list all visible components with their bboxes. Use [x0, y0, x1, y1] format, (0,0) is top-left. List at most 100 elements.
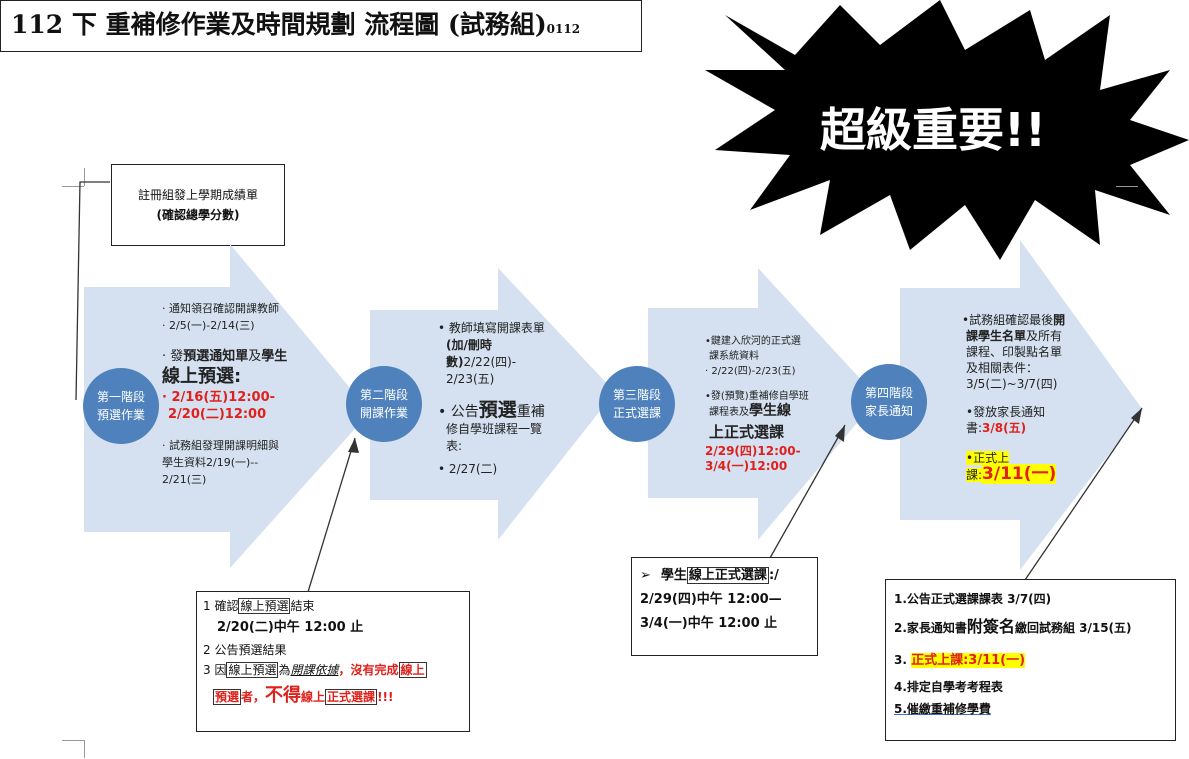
margin-mark — [84, 168, 85, 186]
stage4-arrow — [900, 240, 1143, 570]
stage1-b-bold2: 學生 — [261, 349, 288, 364]
note1-l4-it: 開課依據 — [290, 663, 339, 677]
stage2-circle-line1: 第二階段 — [359, 388, 408, 402]
note3-l4: 4.排定自學考考程表 — [894, 680, 1003, 694]
stage4-circle-line2: 家長通知 — [864, 404, 913, 418]
stage3-b-big: 上正式選課 — [709, 423, 785, 441]
note1-l5-red2: 線上 — [301, 690, 326, 704]
note2-l1-pre: 學生 — [660, 568, 687, 583]
margin-mark — [62, 186, 84, 187]
stage2-a1: • 教師填寫開課表單 — [438, 321, 545, 335]
stage3-b2-pre: 課程表及 — [709, 407, 749, 418]
note3-l5: 5.催繳重補修學費 — [894, 702, 991, 716]
note1-l1-pre: 1 確認 — [203, 599, 239, 613]
stage4-c1: •正式上 — [966, 451, 1010, 465]
stage3-circle-line1: 第三階段 — [612, 388, 661, 402]
stage2-a4: 2/23(五) — [446, 372, 495, 386]
stage2-b3: 修自學班課程一覽 — [446, 422, 543, 436]
note3-l2-pre: 2.家長通知書 — [894, 621, 967, 635]
note3-l2-post: 繳回試務組 3/15(五) — [1014, 621, 1132, 635]
stage2-c1: • 2/27(二) — [438, 462, 498, 476]
stage1-c2: 學生資料2/19(一)-- — [162, 456, 259, 469]
stage4-a5: 3/5(二)~3/7(四) — [966, 377, 1058, 391]
note3-l2-big: 附簽名 — [966, 617, 1015, 636]
note2-l1-box: 線上正式選課 — [686, 567, 769, 584]
stage4-a4: 及相關表件： — [966, 361, 1039, 375]
top-note-line1: 註冊組發上學期成績單 — [137, 188, 258, 202]
note1-l4-box: 線上預選 — [226, 662, 279, 678]
stage3-b2-bold: 學生線 — [749, 403, 791, 419]
note1-l4-box2: 線上 — [398, 662, 427, 678]
stage2-b1: • 公告 — [438, 404, 479, 420]
stage4-text: •試務組確認最後開 課學生名單及所有 課程、印製點名單 及相關表件： 3/5(二… — [962, 312, 1087, 484]
stage2-text: • 教師填寫開課表單 (加/刪時 數)2/22(四)- 2/23(五) • 公告… — [438, 320, 573, 478]
starburst-badge: 超級重要!! — [705, 0, 1189, 260]
note-box-3: 1.公告正式選課課表 3/7(四) 2.家長通知書附簽名繳回試務組 3/15(五… — [885, 579, 1176, 741]
note-box-2: ➢ 學生線上正式選課:/ 2/29(四)中午 12:00— 3/4(一)中午 12… — [631, 557, 818, 656]
note3-l3-pre: 3. — [894, 653, 912, 667]
note1-l5-end: !!! — [377, 690, 394, 704]
note1-l4-red: ，沒有完成 — [338, 663, 399, 677]
stage3-circle: 第三階段 正式選課 — [599, 366, 675, 442]
stage1-text: · 通知領召確認開課教師 · 2/5(一)-2/14(三) · 發預選通知單及學… — [162, 300, 332, 488]
note3-l3-hl: 正式上課:3/11(一) — [911, 653, 1026, 668]
margin-mark — [62, 740, 84, 741]
title-suffix: 0112 — [546, 22, 581, 36]
margin-mark — [84, 740, 85, 758]
stage1-b-pre: · 發 — [162, 349, 184, 364]
stage2-a3b: 2/22(四)- — [463, 355, 517, 369]
stage2-b-big: 預選 — [478, 399, 517, 421]
stage3-b-red2: 3/4(一)12:00 — [705, 459, 788, 473]
note2-l1-post: :/ — [768, 568, 779, 583]
top-note-line2: (確認總學分數) — [156, 208, 240, 222]
stage4-b1: •發放家長通知 — [966, 405, 1046, 419]
top-note-box: 註冊組發上學期成績單 (確認總學分數) — [111, 164, 285, 246]
note2-l3: 3/4(一)中午 12:00 止 — [640, 616, 778, 631]
stage4-a2: 及所有 — [1026, 329, 1063, 343]
stage3-a1: •鍵建入欣河的正式選 — [705, 336, 801, 347]
stage4-a1-pre: •試務組確認最後 — [962, 313, 1054, 327]
stage1-circle: 第一階段 預選作業 — [83, 368, 159, 444]
stage4-c-red: 3/11(一) — [982, 464, 1057, 484]
stage3-b1: •發(預覽)重補修自學班 — [705, 391, 809, 402]
stage2-circle-line2: 開課作業 — [359, 406, 408, 420]
top-note-connector — [75, 181, 110, 401]
note1-l1-box: 線上預選 — [238, 598, 291, 614]
page-title: 112 下 重補修作業及時間規劃 流程圖 (試務組)0112 — [0, 0, 642, 52]
stage4-a2-bold: 課學生名單 — [966, 329, 1027, 343]
stage2-b4: 表: — [446, 439, 463, 453]
stage1-b-red2: 2/20(二)12:00 — [168, 407, 267, 422]
note1-l5-box2: 正式選課 — [325, 689, 378, 705]
stage1-a2: · 2/5(一)-2/14(三) — [162, 319, 255, 332]
stage3-a2: 課系統資料 — [709, 351, 759, 362]
stage4-b2: 書: — [966, 421, 983, 435]
note1-l4-pre: 3 因 — [203, 663, 227, 677]
title-main: 112 下 重補修作業及時間規劃 流程圖 (試務組) — [11, 10, 547, 39]
stage3-b-red1: 2/29(四)12:00- — [705, 444, 801, 458]
note3-l1: 1.公告正式選課課表 3/7(四) — [894, 592, 1052, 606]
note2-l2: 2/29(四)中午 12:00— — [640, 592, 782, 607]
stage4-c2: 課: — [966, 468, 983, 482]
note1-l3: 2 公告預選結果 — [203, 643, 287, 657]
stage2-b2: 重補 — [516, 404, 545, 420]
stage3-text: •鍵建入欣河的正式選 課系統資料 · 2/22(四)-2/23(五) •發(預覽… — [705, 334, 835, 474]
note1-l1-post: 結束 — [290, 599, 315, 613]
note1-l4-mid: 為 — [278, 663, 291, 677]
stage1-c3: 2/21(三) — [162, 473, 207, 486]
note1-l5-box: 預選 — [213, 689, 242, 705]
stage4-circle: 第四階段 家長通知 — [851, 364, 927, 440]
stage1-b-mid: 及 — [248, 349, 262, 364]
stage3-circle-line2: 正式選課 — [612, 406, 661, 420]
stage1-a1: · 通知領召確認開課教師 — [162, 302, 279, 315]
stage4-a3: 課程、印製點名單 — [966, 345, 1063, 359]
note2-arrow-icon: ➢ — [640, 568, 651, 583]
stage1-b-bold1: 預選通知單 — [183, 349, 249, 364]
stage3-a3: · 2/22(四)-2/23(五) — [705, 366, 796, 377]
note1-l5-red1: 者， — [241, 690, 266, 704]
stage1-b-red1: · 2/16(五)12:00- — [162, 390, 276, 405]
stage1-circle-line1: 第一階段 — [96, 390, 145, 404]
note-box-1: 1 確認線上預選結束 2/20(二)中午 12:00 止 2 公告預選結果 3 … — [196, 591, 470, 732]
stage1-arrow — [84, 244, 370, 568]
margin-mark — [1116, 186, 1138, 187]
